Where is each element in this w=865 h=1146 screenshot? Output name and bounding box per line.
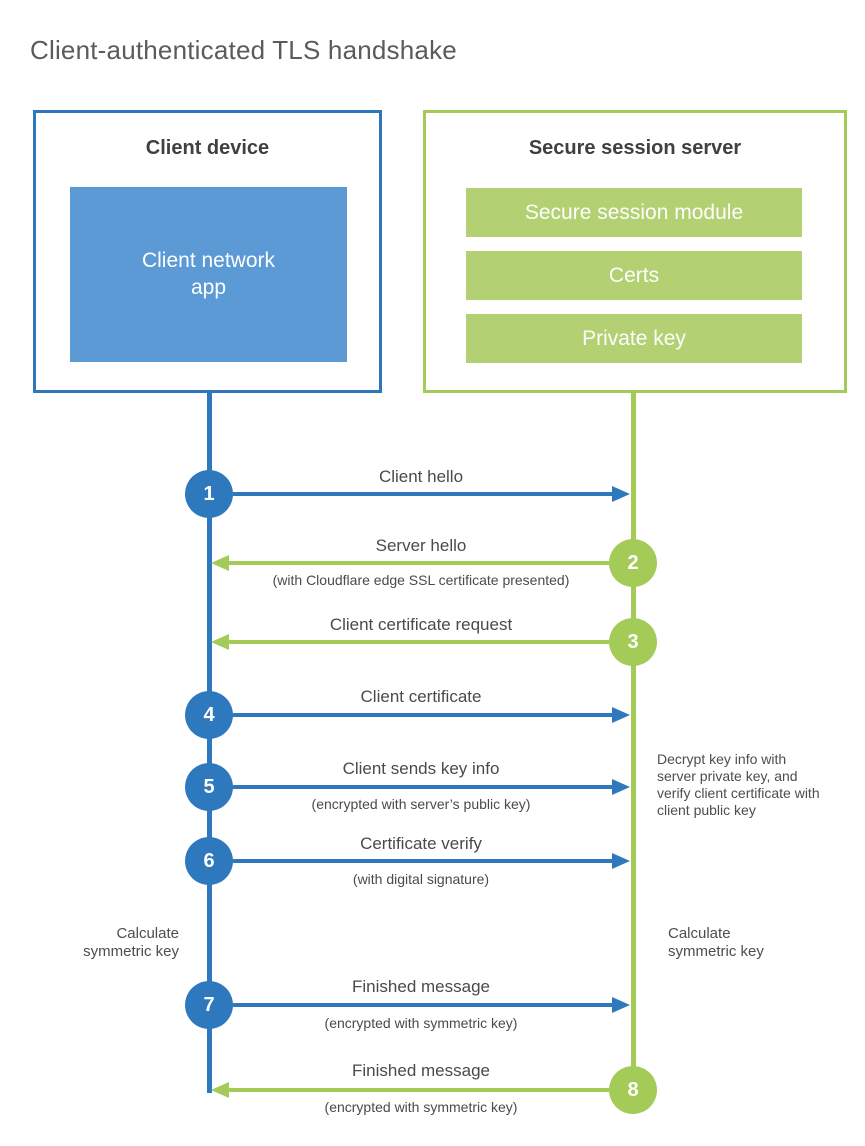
client-network-app-label: Client network app bbox=[141, 249, 276, 299]
message-label-finished-message-client: Finished message bbox=[352, 977, 490, 996]
step-circle-2: 2 bbox=[609, 539, 657, 587]
server-module-private-key: Private key bbox=[466, 314, 802, 363]
note-server-calculate-symmetric-key: Calculate symmetric key bbox=[668, 925, 764, 960]
secure-session-server-box: Secure session server Secure session mod… bbox=[423, 110, 847, 393]
arrowhead-right-icon bbox=[612, 853, 630, 869]
arrow-finished-message-server bbox=[229, 1088, 609, 1092]
client-device-box: Client device Client network app bbox=[33, 110, 382, 393]
arrowhead-right-icon bbox=[612, 779, 630, 795]
step-circle-7: 7 bbox=[185, 981, 233, 1029]
message-label-certificate-verify: Certificate verify bbox=[360, 834, 482, 853]
arrowhead-right-icon bbox=[612, 707, 630, 723]
message-label-client-certificate-request: Client certificate request bbox=[329, 615, 513, 634]
client-lifeline bbox=[207, 391, 212, 1093]
message-label-client-certificate: Client certificate bbox=[360, 687, 482, 706]
message-sublabel-client-sends-key-info: (encrypted with server’s public key) bbox=[311, 796, 531, 812]
server-module-certs: Certs bbox=[466, 251, 802, 300]
message-label-client-hello: Client hello bbox=[378, 467, 464, 486]
message-sublabel-certificate-verify: (with digital signature) bbox=[352, 871, 490, 887]
step-circle-1: 1 bbox=[185, 470, 233, 518]
secure-session-server-title: Secure session server bbox=[528, 137, 742, 159]
message-sublabel-finished-message-server: (encrypted with symmetric key) bbox=[324, 1099, 518, 1115]
step-circle-8: 8 bbox=[609, 1066, 657, 1114]
arrowhead-left-icon bbox=[211, 634, 229, 650]
arrowhead-left-icon bbox=[211, 555, 229, 571]
step-circle-4: 4 bbox=[185, 691, 233, 739]
arrowhead-left-icon bbox=[211, 1082, 229, 1098]
arrowhead-right-icon bbox=[612, 486, 630, 502]
message-label-finished-message-server: Finished message bbox=[352, 1061, 490, 1080]
arrow-client-certificate bbox=[233, 713, 612, 717]
step-circle-5: 5 bbox=[185, 763, 233, 811]
step-circle-6: 6 bbox=[185, 837, 233, 885]
step-circle-3: 3 bbox=[609, 618, 657, 666]
note-client-calculate-symmetric-key: Calculate symmetric key bbox=[83, 925, 179, 960]
message-sublabel-finished-message-client: (encrypted with symmetric key) bbox=[324, 1015, 518, 1031]
arrow-client-sends-key-info bbox=[233, 785, 612, 789]
message-label-server-hello: Server hello bbox=[375, 536, 467, 555]
arrow-client-certificate-request bbox=[229, 640, 609, 644]
arrowhead-right-icon bbox=[612, 997, 630, 1013]
arrow-certificate-verify bbox=[233, 859, 612, 863]
server-lifeline bbox=[631, 391, 636, 1093]
client-network-app-box: Client network app bbox=[70, 187, 347, 362]
message-sublabel-server-hello: (with Cloudflare edge SSL certificate pr… bbox=[272, 572, 570, 588]
client-device-title: Client device bbox=[145, 137, 270, 159]
arrow-finished-message-client bbox=[233, 1003, 612, 1007]
server-module-secure-session-module: Secure session module bbox=[466, 188, 802, 237]
arrow-server-hello bbox=[229, 561, 609, 565]
note-server-decrypt-key-info: Decrypt key info with server private key… bbox=[657, 751, 820, 819]
arrow-client-hello bbox=[233, 492, 612, 496]
message-label-client-sends-key-info: Client sends key info bbox=[342, 759, 500, 778]
page-title: Client-authenticated TLS handshake bbox=[30, 35, 457, 66]
